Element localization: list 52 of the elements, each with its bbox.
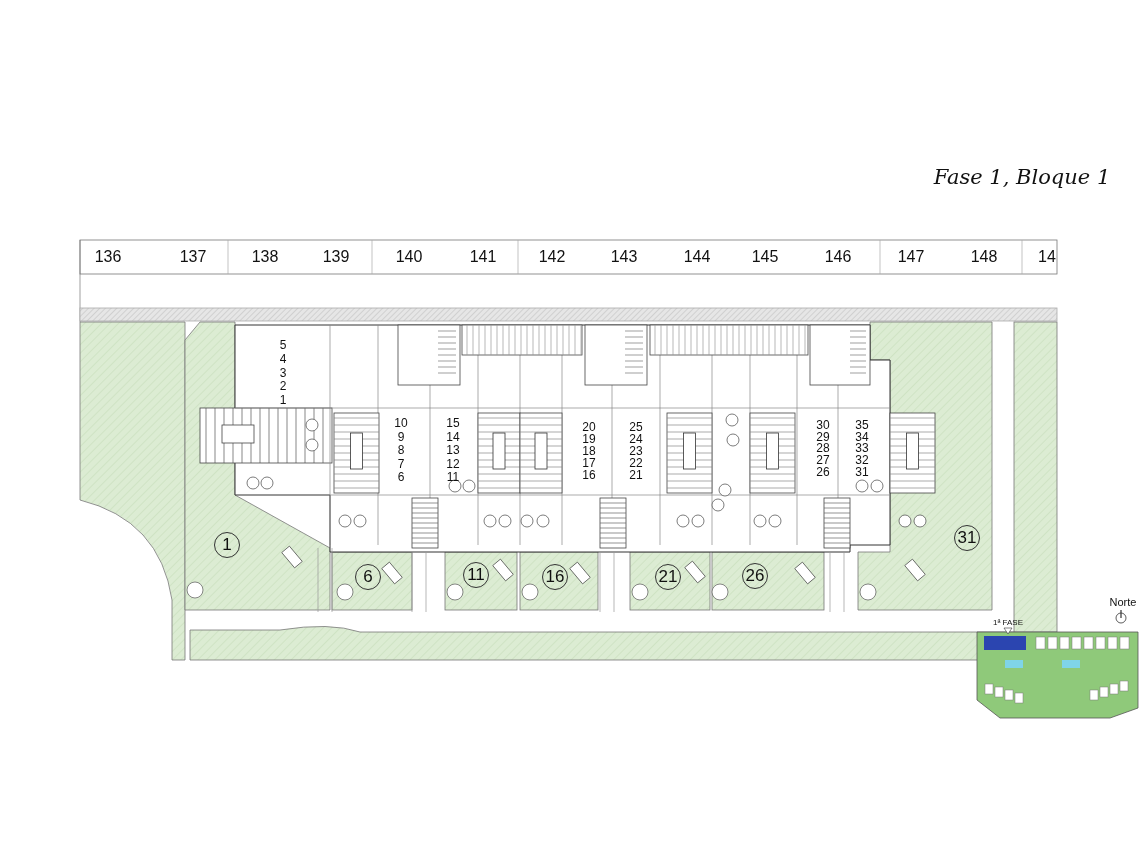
unit-number: 23 (629, 445, 643, 457)
grid-number: 140 (395, 249, 423, 265)
unit-number: 29 (816, 430, 830, 443)
unit-number: 6 (397, 471, 405, 483)
unit-number: 14 (446, 430, 460, 443)
unit-number: 33 (855, 442, 869, 455)
unit-number: 31 (855, 465, 869, 478)
unit-number: 17 (582, 457, 596, 469)
unit-number: 21 (629, 469, 643, 481)
grid-number: 141 (469, 249, 497, 265)
grid-number: 138 (251, 249, 279, 265)
unit-number: 5 (279, 339, 287, 351)
unit-number: 32 (855, 454, 869, 467)
unit-number: 11 (446, 471, 460, 483)
grid-number: 145 (751, 249, 779, 265)
unit-number: 30 (816, 419, 830, 431)
grid-number: 142 (538, 249, 566, 265)
unit-number: 16 (582, 469, 596, 481)
unit-number: 1 (279, 394, 287, 407)
plan-title: Fase 1, Bloque 1 (933, 166, 1111, 188)
grid-number: 144 (683, 249, 711, 265)
grid-number: 14 (1038, 249, 1056, 265)
unit-number: 20 (582, 421, 596, 433)
unit-number: 35 (855, 419, 869, 431)
unit-number: 24 (629, 433, 643, 445)
unit-number: 13 (446, 444, 460, 456)
grid-number: 137 (179, 249, 207, 265)
unit-number: 4 (279, 352, 287, 365)
grid-number: 146 (824, 249, 852, 265)
grid-number: 139 (322, 249, 350, 265)
unit-number: 8 (397, 444, 405, 456)
unit-number: 19 (582, 433, 596, 445)
unit-number: 9 (397, 430, 405, 443)
unit-number: 26 (816, 465, 830, 478)
unit-number: 28 (816, 442, 830, 455)
phase-label: 1ª FASE (992, 619, 1024, 627)
unit-number: 15 (446, 417, 460, 429)
grid-number: 143 (610, 249, 638, 265)
north-label: Norte (1109, 596, 1137, 608)
grid-number: 147 (897, 249, 925, 265)
unit-number: 22 (629, 457, 643, 469)
unit-number: 7 (397, 457, 405, 470)
unit-number: 34 (855, 430, 869, 443)
unit-number: 2 (279, 380, 287, 393)
unit-number: 12 (446, 457, 460, 470)
grid-number: 136 (94, 249, 122, 265)
unit-number: 27 (816, 454, 830, 467)
unit-number: 3 (279, 366, 287, 379)
grid-number: 148 (970, 249, 998, 265)
unit-number: 25 (629, 421, 643, 433)
unit-number: 10 (394, 417, 408, 429)
unit-number: 18 (582, 445, 596, 457)
